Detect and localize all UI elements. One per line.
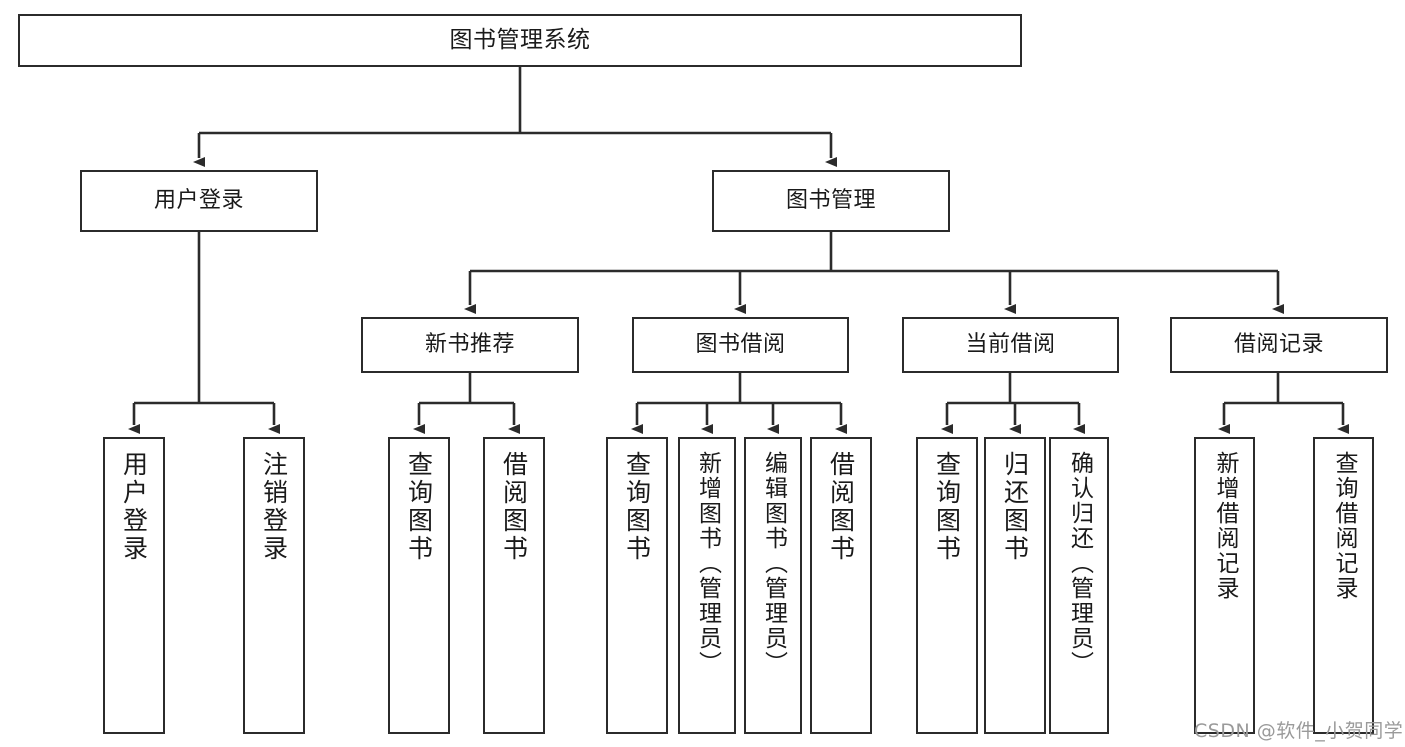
leaf-user-login[interactable]: 用户登录 xyxy=(103,437,165,734)
node-book-borrow[interactable]: 图书借阅 xyxy=(632,317,849,373)
leaf-query-book-2-label: 查询图书 xyxy=(622,451,652,563)
leaf-borrow-book-1[interactable]: 借阅图书 xyxy=(483,437,545,734)
leaf-borrow-book-2[interactable]: 借阅图书 xyxy=(810,437,872,734)
node-borrow-record-label: 借阅记录 xyxy=(1233,331,1324,357)
node-borrow-record[interactable]: 借阅记录 xyxy=(1170,317,1388,373)
leaf-edit-book[interactable]: 编辑图书（管理员） xyxy=(744,437,802,734)
leaf-query-book-3[interactable]: 查询图书 xyxy=(916,437,978,734)
leaf-edit-book-label: 编辑图书（管理员） xyxy=(760,451,787,676)
leaf-return-book[interactable]: 归还图书 xyxy=(984,437,1046,734)
node-book-borrow-label: 图书借阅 xyxy=(695,331,786,357)
leaf-user-logout-label: 注销登录 xyxy=(259,451,289,563)
leaf-add-book-label: 新增图书（管理员） xyxy=(694,451,721,676)
leaf-add-record-label: 新增借阅记录 xyxy=(1212,451,1238,601)
leaf-query-record[interactable]: 查询借阅记录 xyxy=(1313,437,1374,734)
node-current-borrow[interactable]: 当前借阅 xyxy=(902,317,1119,373)
leaf-return-book-label: 归还图书 xyxy=(1000,451,1030,563)
leaf-confirm-return[interactable]: 确认归还（管理员） xyxy=(1049,437,1109,734)
node-current-borrow-label: 当前借阅 xyxy=(965,331,1056,357)
leaf-query-book-1[interactable]: 查询图书 xyxy=(388,437,450,734)
leaf-user-logout[interactable]: 注销登录 xyxy=(243,437,305,734)
leaf-add-record[interactable]: 新增借阅记录 xyxy=(1194,437,1255,734)
node-new-book-recommend-label: 新书推荐 xyxy=(424,331,515,357)
leaf-query-record-label: 查询借阅记录 xyxy=(1331,451,1357,601)
leaf-add-book[interactable]: 新增图书（管理员） xyxy=(678,437,736,734)
node-book-manage[interactable]: 图书管理 xyxy=(712,170,950,232)
node-book-manage-label: 图书管理 xyxy=(785,187,876,213)
leaf-borrow-book-1-label: 借阅图书 xyxy=(499,451,529,563)
node-new-book-recommend[interactable]: 新书推荐 xyxy=(361,317,579,373)
leaf-query-book-2[interactable]: 查询图书 xyxy=(606,437,668,734)
leaf-user-login-label: 用户登录 xyxy=(119,451,149,563)
leaf-query-book-3-label: 查询图书 xyxy=(932,451,962,563)
node-root-label: 图书管理系统 xyxy=(449,26,591,53)
leaf-borrow-book-2-label: 借阅图书 xyxy=(826,451,856,563)
leaf-query-book-1-label: 查询图书 xyxy=(404,451,434,563)
node-user-login[interactable]: 用户登录 xyxy=(80,170,318,232)
node-root[interactable]: 图书管理系统 xyxy=(18,14,1022,67)
node-user-login-label: 用户登录 xyxy=(153,187,244,213)
csdn-watermark: CSDN @软件_小贺同学 xyxy=(1194,720,1404,742)
leaf-confirm-return-label: 确认归还（管理员） xyxy=(1066,451,1093,676)
